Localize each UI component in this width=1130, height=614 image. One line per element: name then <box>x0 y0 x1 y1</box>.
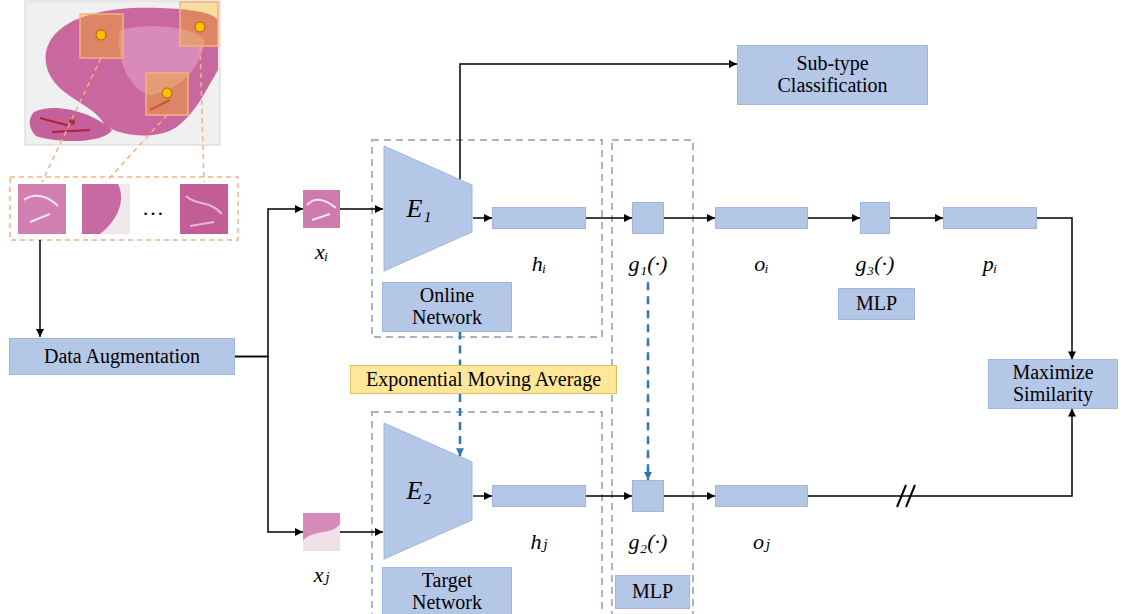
flow-arrow <box>664 495 715 497</box>
flow-arrow <box>340 208 383 210</box>
image-detail <box>303 524 340 551</box>
node-caption: g₃(·) <box>856 252 895 276</box>
patch-tile <box>180 184 228 234</box>
encoder-trapezoid <box>384 146 472 271</box>
patch-tile <box>82 184 130 234</box>
encoder-trapezoid <box>384 423 472 559</box>
flow-arrow <box>235 209 303 357</box>
flow-arrow <box>586 495 632 497</box>
process-box: Target Network <box>382 567 512 614</box>
flow-arrow <box>586 217 632 219</box>
patch-dot <box>162 88 172 98</box>
tissue <box>30 108 112 141</box>
image-patch: xᵢ <box>303 190 340 228</box>
patch-tile-detail <box>24 196 58 222</box>
process-box: Maximize Similarity <box>988 359 1118 408</box>
input-images <box>303 190 340 551</box>
patch-strip <box>18 184 228 234</box>
feature-vector: hᵢ <box>492 207 586 229</box>
patch-marker <box>180 2 218 46</box>
image-patch <box>303 513 340 551</box>
node-caption: g₂(·) <box>629 530 668 554</box>
flow-arrow <box>664 217 715 219</box>
node-label: Sub-type Classification <box>750 53 915 96</box>
leader-line <box>42 58 101 182</box>
feature-vector: hⱼ <box>492 485 586 507</box>
node-caption: g₁(·) <box>629 252 668 276</box>
leader-line <box>200 46 204 182</box>
slide-thumbnail <box>25 1 220 145</box>
node-caption: pᵢ <box>983 252 997 276</box>
node-label: E₁ <box>383 196 455 222</box>
feature-vector: pᵢ <box>943 207 1037 229</box>
patch-dot <box>195 22 205 32</box>
image-detail <box>307 200 336 220</box>
node-label: MLP <box>856 293 897 315</box>
mlp-group-frame <box>612 140 693 614</box>
node-caption: xⱼ <box>314 563 330 587</box>
patch-tile-detail <box>82 184 121 234</box>
flow-arrow <box>1037 218 1072 359</box>
node-label: E₂ <box>383 478 455 504</box>
process-band: Exponential Moving Average <box>350 365 617 394</box>
node-label: Exponential Moving Average <box>366 369 601 391</box>
node-label: MLP <box>632 581 673 603</box>
image-patch: xⱼ <box>303 513 340 551</box>
encoder-trapezoid: E₂ <box>383 422 473 560</box>
process-box: Sub-type Classification <box>737 45 928 105</box>
flow-arrow <box>473 217 492 219</box>
image-patch <box>303 190 340 228</box>
node-label: Data Augmentation <box>44 346 200 368</box>
flow-arrow <box>808 409 1072 496</box>
node-caption: oᵢ <box>754 252 768 276</box>
encoder-trapezoid: E₁ <box>383 145 473 272</box>
feature-vector: oⱼ <box>715 485 808 507</box>
flow-arrow <box>460 64 737 179</box>
process-box: Data Augmentation <box>9 338 235 375</box>
leader-line <box>106 115 167 182</box>
dashed-arrow <box>459 394 462 456</box>
process-box: MLP <box>838 288 915 320</box>
leader-lines <box>10 46 238 240</box>
node-label: Online Network <box>389 285 505 328</box>
process-box: Online Network <box>382 282 512 331</box>
dashed-arrow <box>459 332 462 365</box>
flow-arrow <box>235 357 303 533</box>
patch-tile <box>18 184 66 234</box>
feature-vector: oᵢ <box>715 207 808 229</box>
process-box: MLP <box>615 575 690 609</box>
node-caption: oⱼ <box>753 530 770 554</box>
patch-marker <box>146 73 188 115</box>
flow-arrow <box>39 240 41 337</box>
node-caption: hᵢ <box>532 252 546 276</box>
node-label: Target Network <box>389 570 505 613</box>
flow-arrow <box>340 531 383 533</box>
target-group-frame <box>372 412 602 614</box>
node-label: Maximize Similarity <box>995 362 1111 405</box>
projection-head: g₃(·) <box>860 202 890 234</box>
patch-strip-frame <box>10 177 238 240</box>
projection-head: g₂(·) <box>632 480 664 512</box>
patch-dot <box>96 30 106 40</box>
patch-marker <box>80 14 123 58</box>
node-caption: xᵢ <box>315 240 328 264</box>
node-caption: hⱼ <box>531 530 548 554</box>
flow-arrow <box>808 217 860 219</box>
flow-arrow <box>890 217 943 219</box>
patch-tile-detail <box>186 196 222 226</box>
flow-arrow <box>473 495 492 497</box>
projection-head: g₁(·) <box>632 202 664 234</box>
dashed-arrow <box>647 282 650 480</box>
online-group-frame <box>372 140 602 337</box>
thumbnail-frame <box>25 1 220 145</box>
ellipsis-label: … <box>142 197 164 219</box>
